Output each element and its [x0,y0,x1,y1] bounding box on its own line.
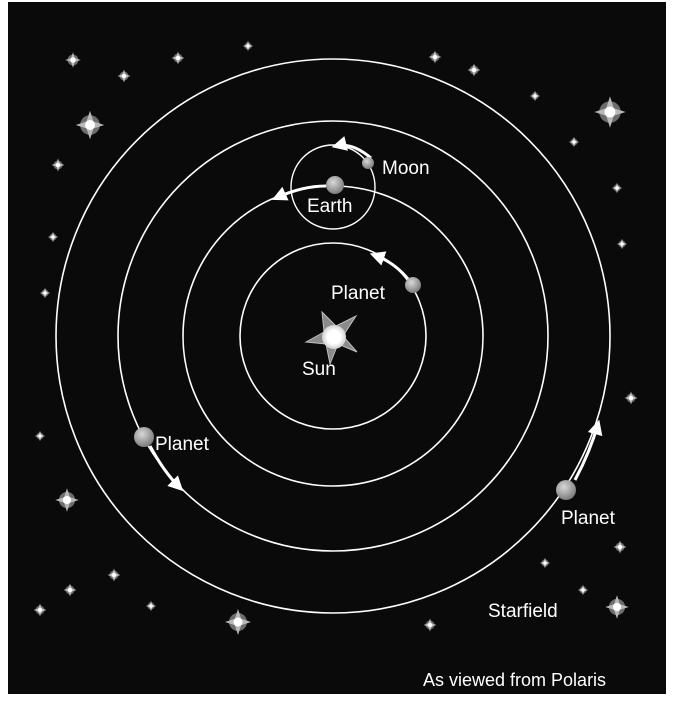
star-icon [242,40,254,52]
star-icon [39,287,51,299]
star-icon [594,96,626,128]
inner-planet-label: Planet [331,283,386,304]
orbit-inner [239,242,427,430]
left-planet-icon [134,427,154,447]
star-icon [423,618,437,632]
earth-icon [326,176,344,194]
star-icon [145,600,157,612]
star-icon [33,603,47,617]
caption-text: As viewed from Polaris [423,670,606,690]
star-icon [51,158,65,172]
star-icon [117,69,131,83]
star-icon [65,52,81,68]
right-planet-arrow-icon [573,419,603,481]
star-icon [171,51,185,65]
star-icon [75,110,105,140]
star-icon [47,231,59,243]
left-planet-label: Planet [155,434,210,455]
moon-icon [362,157,374,169]
moon-label: Moon [382,158,430,179]
right-planet-label: Planet [561,508,616,529]
star-icon [428,50,442,64]
orbit-outer [117,120,549,552]
sun-icon [304,310,358,366]
star-icon [55,488,79,512]
star-icon [624,391,638,405]
star-icon [577,584,589,596]
inner-planet-icon [405,277,421,293]
orbit-outermost [55,58,611,614]
star-icon [34,430,46,442]
star-icon [63,583,77,597]
star-icon [611,182,623,194]
sun-label: Sun [302,359,336,380]
star-icon [605,595,629,619]
earth-orbit-arrow-icon [271,184,327,201]
moon-orbit-arrow-icon [331,136,372,160]
star-icon [529,90,541,102]
star-icon [107,568,121,582]
starfield-stars [33,40,638,635]
inner-planet-arrow-icon [369,251,410,280]
left-planet-arrow-icon [148,445,184,492]
star-icon [225,609,251,635]
star-icon [539,557,551,569]
starfield-label: Starfield [488,601,558,622]
star-icon [467,63,481,77]
right-planet-icon [556,480,576,500]
earth-label: Earth [307,196,352,217]
star-icon [613,540,627,554]
star-icon [616,238,628,250]
star-icon [568,136,580,148]
